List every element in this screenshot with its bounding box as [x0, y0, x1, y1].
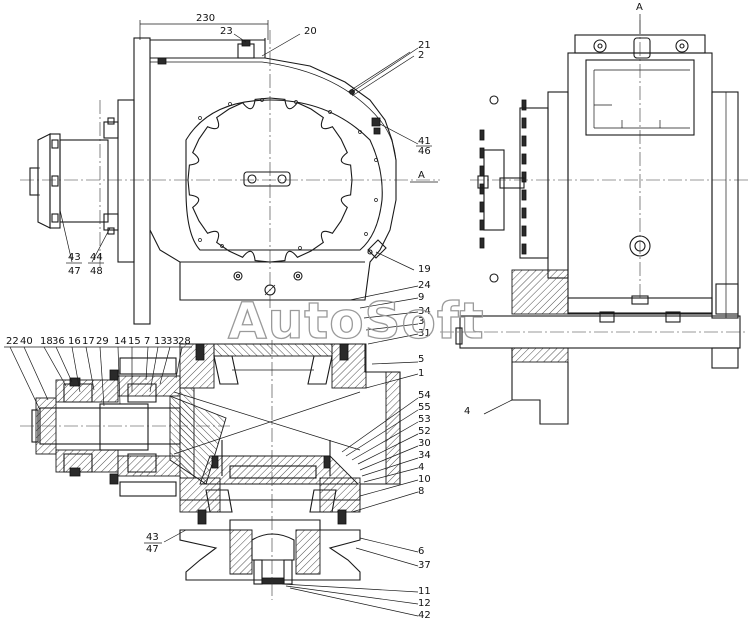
callout-52: 52 — [418, 426, 431, 437]
callout-4: 4 — [418, 462, 424, 473]
callout-37: 37 — [418, 560, 431, 571]
sprocket-tooth — [521, 153, 527, 165]
callout-55: 55 — [418, 402, 431, 413]
leader-line — [9, 346, 41, 411]
watermark: AutoSoft — [228, 292, 485, 350]
leader-line — [23, 346, 49, 401]
sprocket-tooth — [479, 129, 485, 141]
leader-line — [85, 346, 95, 391]
callout-48: 48 — [90, 266, 103, 277]
sprocket-tooth — [479, 183, 485, 195]
callout-top-13: 13 — [154, 336, 167, 347]
sprocket-tooth — [521, 135, 527, 147]
callout-top-33: 33 — [166, 336, 179, 347]
callout-top-16: 16 — [68, 336, 81, 347]
callout-6: 6 — [418, 546, 424, 557]
sprocket-hub-circle — [489, 95, 499, 105]
leader-line — [71, 346, 81, 393]
section-mark-a-side: A — [636, 2, 643, 13]
side-view: A — [440, 2, 748, 425]
dimension-230: 230 — [196, 13, 215, 24]
callout-54: 54 — [418, 390, 431, 401]
sprocket-tooth — [521, 99, 527, 111]
callout-19: 19 — [418, 264, 431, 275]
leader-line — [145, 346, 149, 381]
callout-1: 1 — [418, 368, 424, 379]
callout-47-bottom: 47 — [146, 544, 159, 555]
callout-43-bottom: 43 — [146, 532, 159, 543]
leader-line — [149, 346, 159, 393]
callout-9: 9 — [418, 292, 424, 303]
leader-line — [55, 346, 73, 383]
section-view — [20, 340, 401, 600]
side-wall — [133, 37, 151, 325]
callout-top-36: 36 — [52, 336, 65, 347]
callout-5: 5 — [418, 354, 424, 365]
callout-12: 12 — [418, 598, 431, 609]
sprocket-tooth — [479, 201, 485, 213]
flange-plate — [117, 99, 135, 263]
callout-top-7: 7 — [144, 336, 150, 347]
sprocket-tooth — [521, 225, 527, 237]
pulley-hub — [29, 117, 119, 235]
sprocket-tooth — [479, 219, 485, 231]
callout-11: 11 — [418, 586, 431, 597]
callout-34: 34 — [418, 450, 431, 461]
leader-line — [117, 346, 121, 405]
callout-labels: 23 20 21 2 41 46 19 24 9 34 3 31 5 1 54 … — [4, 26, 470, 621]
sprocket-tooth — [521, 189, 527, 201]
sprocket-tooth — [479, 165, 485, 177]
callout-34-stack: 34 — [418, 306, 431, 317]
callout-top-29: 29 — [96, 336, 109, 347]
callout-10: 10 — [418, 474, 431, 485]
leader-lines — [59, 33, 513, 617]
callout-top-14: 14 — [114, 336, 127, 347]
callout-53: 53 — [418, 414, 431, 425]
callout-8: 8 — [418, 486, 424, 497]
callout-21: 21 — [418, 40, 431, 51]
callout-31: 31 — [418, 328, 431, 339]
sprocket-tooth — [479, 237, 485, 249]
callout-top-40: 40 — [20, 336, 33, 347]
front-view: 230 A — [20, 13, 440, 325]
callout-30: 30 — [418, 438, 431, 449]
callout-top-18: 18 — [40, 336, 53, 347]
sprocket-tooth — [521, 243, 527, 255]
callout-41: 41 — [418, 136, 431, 147]
callout-20: 20 — [304, 26, 317, 37]
callout-top-22: 22 — [6, 336, 19, 347]
callout-24: 24 — [418, 280, 431, 291]
leader-line — [175, 346, 183, 379]
callout-23: 23 — [220, 26, 233, 37]
leader-line — [159, 346, 171, 385]
callout-3-stack: 3 — [418, 316, 424, 327]
section-mark-a-front: A — [418, 170, 425, 181]
callout-43-top: 43 — [68, 252, 81, 263]
leader-line — [99, 346, 105, 407]
callout-2: 2 — [418, 50, 424, 61]
sprocket-hub-circle — [489, 273, 499, 283]
callout-44: 44 — [90, 252, 103, 263]
sprocket-tooth — [521, 207, 527, 219]
callout-46: 46 — [418, 146, 431, 157]
callout-47-top: 47 — [68, 266, 81, 277]
callout-4-side: 4 — [464, 406, 470, 417]
sprocket-tooth — [479, 147, 485, 159]
callout-top-17: 17 — [82, 336, 95, 347]
callout-42: 42 — [418, 610, 431, 621]
callout-top-15: 15 — [128, 336, 141, 347]
callout-top-28: 28 — [178, 336, 191, 347]
leader-line — [43, 346, 67, 387]
sprocket-tooth — [521, 117, 527, 129]
